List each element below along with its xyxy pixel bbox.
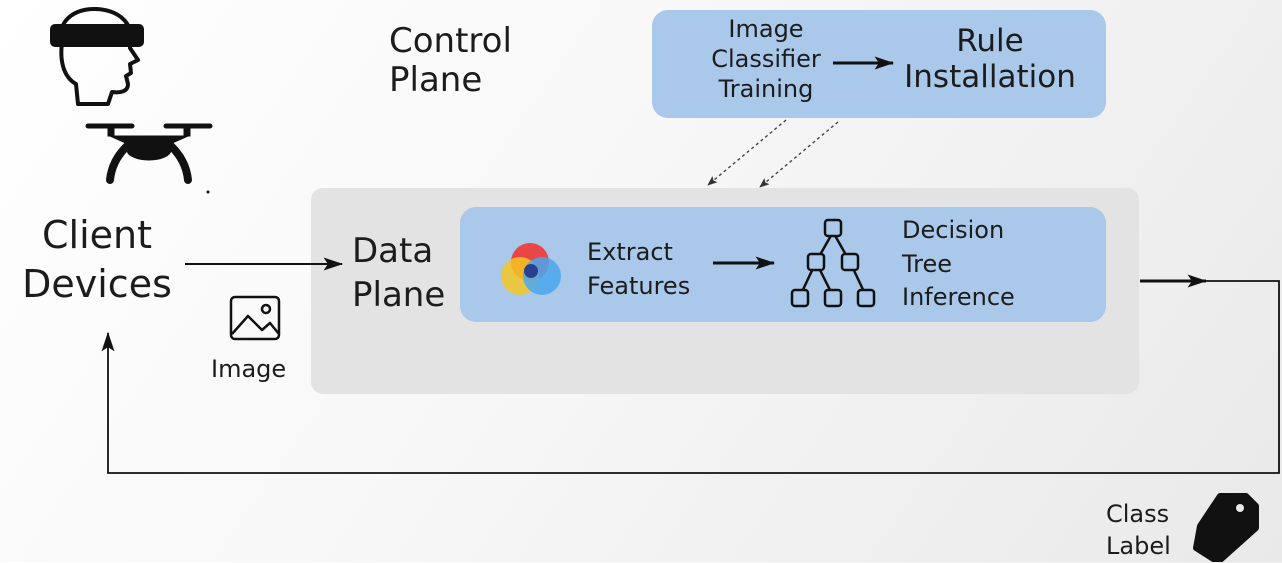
training-label-line1: Image: [728, 15, 804, 43]
client-devices-line1: Client: [41, 213, 152, 257]
rule-installation-line1: Rule: [956, 23, 1024, 59]
data-plane-pipeline-panel: [460, 207, 1106, 322]
client-devices-label: Client Devices: [14, 211, 180, 310]
data-plane-line1: Data: [352, 231, 434, 271]
decision-tree-line3: Inference: [902, 283, 1015, 312]
control-plane-label: Control Plane: [389, 21, 512, 101]
control-to-data-dashed-arrow-left: [707, 119, 787, 186]
decision-tree-line1: Decision: [902, 216, 1005, 244]
training-label-line3: Training: [718, 75, 814, 103]
class-label-line1: Class: [1106, 500, 1170, 528]
control-to-data-dashed-arrow-right: [759, 121, 839, 188]
client-devices-line2: Devices: [22, 262, 172, 307]
class-label-line2: Label: [1106, 532, 1171, 561]
control-plane-label-line1: Control: [389, 21, 512, 61]
data-plane-label: Data Plane: [352, 229, 445, 317]
image-icon: [229, 295, 281, 341]
extract-features-label: Extract Features: [587, 236, 690, 303]
drone-icon: [85, 123, 213, 194]
training-label: Image Classifier Training: [706, 14, 826, 104]
training-label-line2: Classifier: [711, 45, 821, 73]
color-wheel-icon: [501, 243, 561, 295]
vr-headset-icon: [50, 6, 144, 106]
decision-tree-line2: Tree: [902, 249, 953, 278]
class-label-label: Class Label: [1106, 498, 1171, 563]
image-label: Image: [211, 355, 287, 383]
decision-tree-icon: [790, 218, 876, 308]
tag-icon: [1193, 493, 1259, 562]
rule-installation-label: Rule Installation: [900, 23, 1080, 95]
extract-features-line1: Extract: [587, 238, 673, 266]
decision-tree-label: Decision Tree Inference: [902, 214, 1015, 315]
extract-features-line2: Features: [587, 271, 691, 300]
class-label-feedback-line: [101, 280, 1280, 474]
data-plane-line2: Plane: [352, 275, 446, 316]
control-plane-label-line2: Plane: [389, 60, 483, 101]
rule-installation-line2: Installation: [904, 58, 1076, 95]
